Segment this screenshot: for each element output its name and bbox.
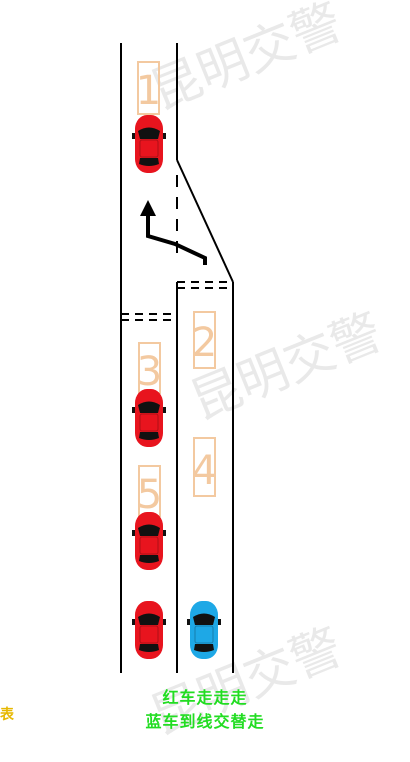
watermark-group: 昆明交警 昆明交警 昆明交警 xyxy=(143,0,390,746)
caption-line-1: 红车走走走 xyxy=(162,688,248,707)
slot-label-5: 5 xyxy=(137,472,162,518)
edge-text: 表 xyxy=(0,707,14,723)
merge-arrow-icon xyxy=(140,200,207,265)
red-car-icon xyxy=(131,511,167,571)
caption-line-2: 蓝车到线交替走 xyxy=(145,712,265,731)
road-lines xyxy=(120,43,234,673)
red-car-icon xyxy=(131,114,167,174)
slot-label-4: 4 xyxy=(192,448,217,494)
slot-label-3: 3 xyxy=(137,349,162,395)
blue-car-icon xyxy=(186,600,222,660)
red-car-icon xyxy=(131,600,167,660)
watermark: 昆明交警 xyxy=(143,0,350,121)
slot-label-2: 2 xyxy=(192,320,217,366)
slot-labels: 1 2 3 4 5 xyxy=(136,61,217,518)
slot-label-1: 1 xyxy=(136,68,161,114)
slot-box-2 xyxy=(193,311,216,369)
red-car-icon xyxy=(131,388,167,448)
taper-line xyxy=(176,159,234,283)
slot-box-1 xyxy=(137,61,160,115)
slot-box-4 xyxy=(193,437,216,497)
